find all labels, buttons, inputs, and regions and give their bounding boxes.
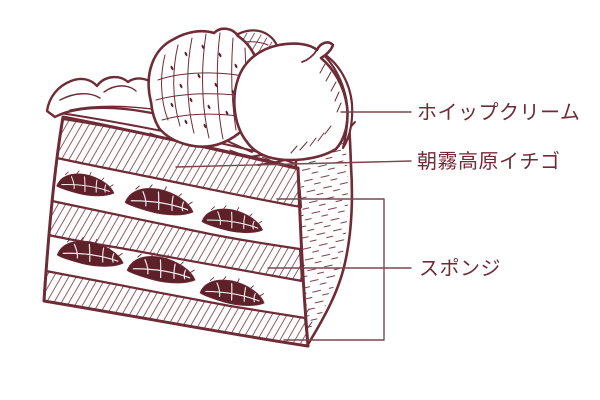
sponge-bracket [267, 198, 412, 341]
sponge-layer-top [55, 117, 303, 209]
label-strawberry: 朝霧高原イチゴ [417, 149, 561, 173]
sponge-layer-middle [47, 199, 304, 283]
leader-line-strawberry [175, 160, 412, 168]
sponge-layer-bottom [42, 269, 310, 348]
label-sponge: スポンジ [419, 256, 501, 280]
whipped-cream-dollop [233, 41, 354, 162]
label-whipped-cream: ホイップクリーム [417, 100, 581, 124]
